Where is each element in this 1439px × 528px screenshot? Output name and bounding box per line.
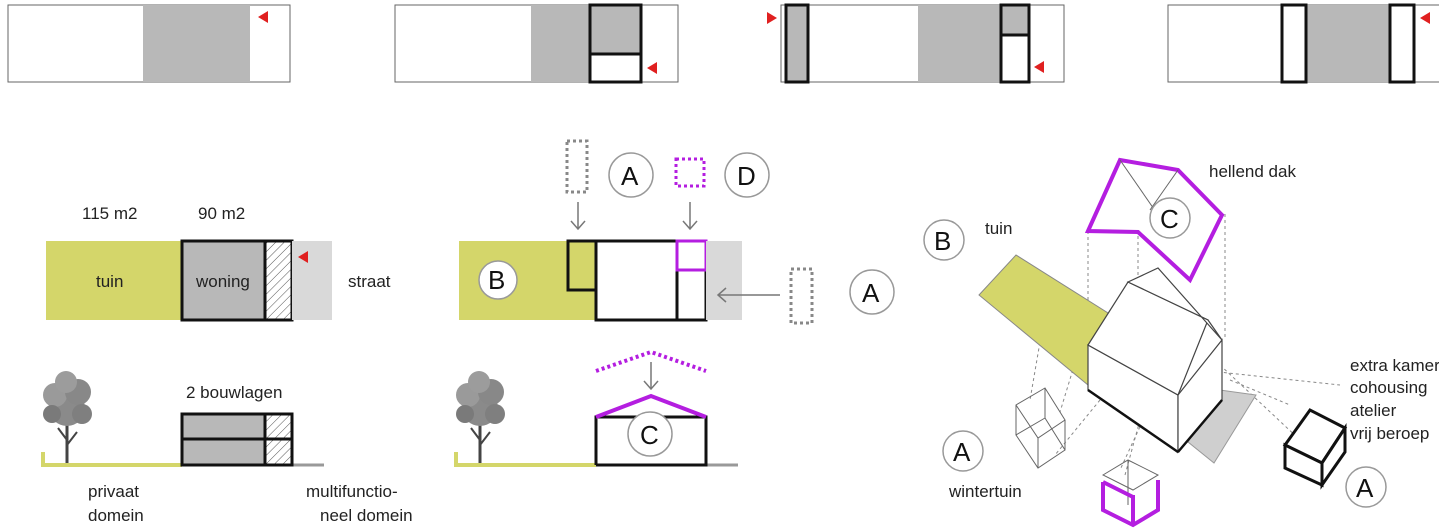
red-triangle-marker-icon [258, 11, 268, 23]
mini-plan-2 [394, 3, 679, 84]
plan-street-label: straat [348, 272, 391, 291]
private-label-1: privaat [88, 482, 139, 501]
marker-b-plan: B [488, 265, 505, 295]
use-label-4: vrij beroep [1350, 424, 1429, 443]
marker-a-wintergarden: A [953, 437, 971, 467]
arrow-down-icon [570, 202, 586, 231]
wintergarden-label: wintertuin [948, 482, 1022, 501]
plan-existing: 115 m2 90 m2 tuin woning straat [46, 204, 391, 322]
section-existing: 2 bouwlagen privaat domein multifunctio-… [41, 371, 413, 525]
plan-garden-label: tuin [96, 272, 123, 291]
plan-proposal: B A D A [459, 139, 895, 325]
marker-d: D [737, 161, 756, 191]
marker-c-section: C [640, 420, 659, 450]
red-triangle-marker-icon [298, 251, 308, 263]
red-triangle-marker-icon [1034, 61, 1044, 73]
section-proposal: C [454, 349, 738, 467]
tree-icon [456, 371, 505, 463]
use-label-1: extra kamer [1350, 356, 1439, 375]
arrow-down-icon [682, 202, 698, 231]
floors-label: 2 bouwlagen [186, 383, 282, 402]
multi-label-2: neel domein [320, 506, 413, 525]
area-garden-label: 115 m2 [82, 204, 137, 223]
roof-label: hellend dak [1209, 162, 1296, 181]
mini-plan-1 [7, 4, 291, 83]
marker-a-extension: A [1356, 473, 1374, 503]
marker-a-top: A [621, 161, 639, 191]
mini-plan-4 [1167, 3, 1439, 84]
tree-icon [43, 371, 92, 463]
use-label-2: cohousing [1350, 378, 1428, 397]
marker-b-axo: B [934, 226, 951, 256]
mini-plan-3 [767, 3, 1065, 84]
private-label-2: domein [88, 506, 144, 525]
red-triangle-marker-icon [1420, 12, 1430, 24]
arrow-down-icon [643, 362, 659, 391]
red-triangle-marker-icon [767, 12, 777, 24]
use-label-3: atelier [1350, 401, 1397, 420]
multi-label-1: multifunctio- [306, 482, 398, 501]
area-house-label: 90 m2 [198, 204, 245, 223]
axonometric-view: C hellend dak B tuin A wintertuin [923, 157, 1439, 528]
marker-c-axo: C [1160, 204, 1179, 234]
plan-house-label: woning [195, 272, 250, 291]
marker-a-right: A [862, 278, 880, 308]
axo-garden-label: tuin [985, 219, 1012, 238]
red-triangle-marker-icon [647, 62, 657, 74]
arrow-left-icon [716, 287, 780, 303]
